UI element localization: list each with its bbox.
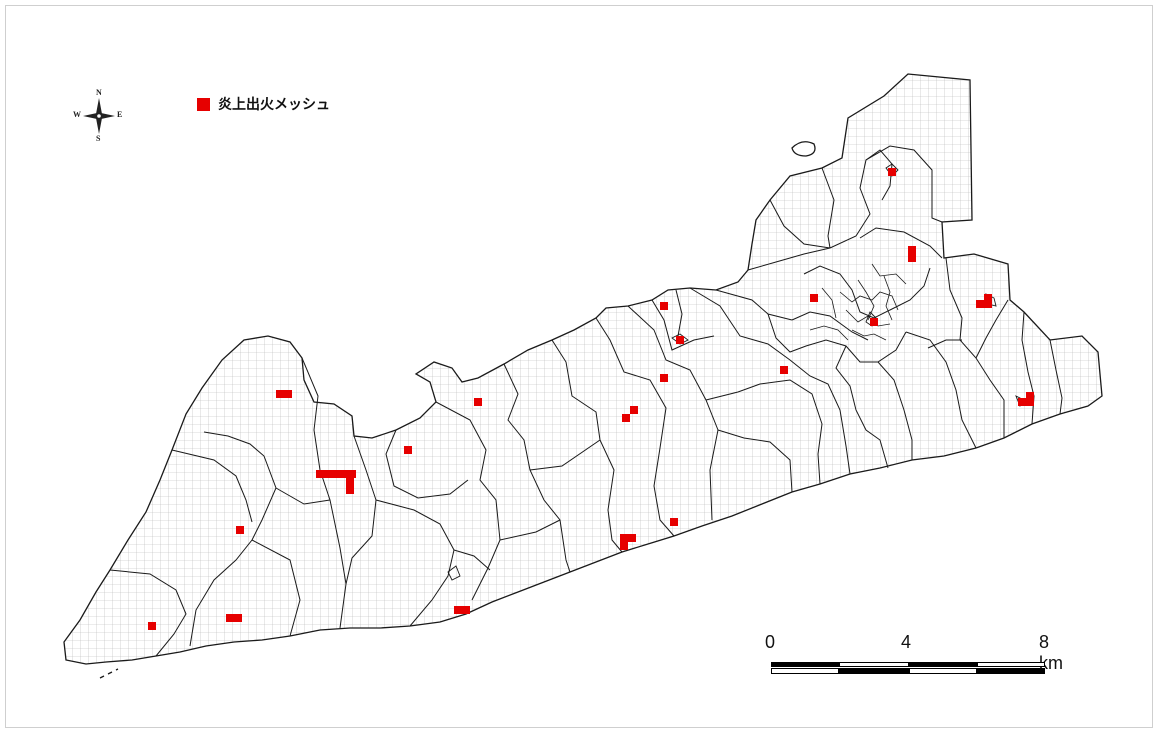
compass-south: S — [96, 134, 101, 143]
coastline — [63, 73, 1103, 679]
fire-mesh-cell — [984, 300, 992, 308]
fire-mesh-cell — [348, 470, 356, 478]
fire-mesh-cell — [810, 294, 818, 302]
fire-mesh-cell — [236, 526, 244, 534]
compass-rose: N S W E — [73, 88, 124, 143]
fire-mesh-cell — [148, 622, 156, 630]
fire-mesh-cell — [660, 302, 668, 310]
fire-mesh-cell — [474, 398, 482, 406]
scale-seg-2 — [839, 662, 909, 667]
fire-mesh-cell — [284, 390, 292, 398]
fire-mesh-cell — [340, 470, 348, 478]
compass-icon — [83, 98, 115, 134]
scale-seg-3 — [909, 662, 977, 667]
fire-mesh-cell — [630, 406, 638, 414]
fire-mesh-cell — [628, 534, 636, 542]
fire-mesh-cell — [888, 168, 896, 176]
scale-tick-8: 8 km — [1039, 632, 1063, 673]
scale-seg-1 — [771, 662, 839, 667]
fire-mesh-cell — [780, 366, 788, 374]
fire-mesh-cell — [670, 518, 678, 526]
fire-mesh-cells — [148, 168, 1034, 630]
compass-east: E — [117, 110, 123, 119]
fire-mesh-cell — [1026, 398, 1034, 406]
scale-bar: 0 4 8 km — [765, 632, 1065, 682]
fire-mesh-cell — [1026, 392, 1034, 400]
fire-mesh-cell — [404, 446, 412, 454]
scale-seg-7 — [909, 668, 977, 674]
fire-mesh-cell — [908, 246, 916, 254]
fire-mesh-cell — [1018, 398, 1026, 406]
fire-mesh-cell — [324, 470, 332, 478]
scale-seg-4 — [977, 662, 1045, 667]
fire-mesh-cell — [620, 534, 628, 542]
scale-seg-6 — [839, 668, 909, 674]
fire-mesh-cell — [226, 614, 234, 622]
legend-label: 炎上出火メッシュ — [218, 97, 330, 113]
fire-mesh-cell — [660, 374, 668, 382]
fire-mesh-cell — [462, 606, 470, 614]
legend: 炎上出火メッシュ — [197, 94, 330, 114]
fire-mesh-cell — [870, 318, 878, 326]
scale-seg-5 — [771, 668, 839, 674]
legend-swatch-icon — [197, 97, 210, 111]
fire-mesh-cell — [332, 470, 340, 478]
fire-mesh-cell — [454, 606, 462, 614]
fire-mesh-cell — [346, 478, 354, 486]
scale-seg-8 — [977, 668, 1045, 674]
scale-tick-4: 4 — [901, 632, 912, 652]
fire-mesh-cell — [908, 254, 916, 262]
scale-tick-0: 0 — [765, 632, 776, 652]
fire-mesh-cell — [346, 486, 354, 494]
district-boundaries — [109, 145, 1063, 657]
fire-mesh-cell — [234, 614, 242, 622]
fire-mesh-cell — [984, 294, 992, 302]
fire-mesh-cell — [676, 336, 684, 344]
fire-mesh-cell — [276, 390, 284, 398]
fire-mesh-cell — [620, 542, 628, 550]
fire-mesh-cell — [622, 414, 630, 422]
compass-west: W — [73, 110, 81, 119]
fire-mesh-cell — [976, 300, 984, 308]
compass-north: N — [96, 88, 102, 97]
fire-mesh-cell — [316, 470, 324, 478]
